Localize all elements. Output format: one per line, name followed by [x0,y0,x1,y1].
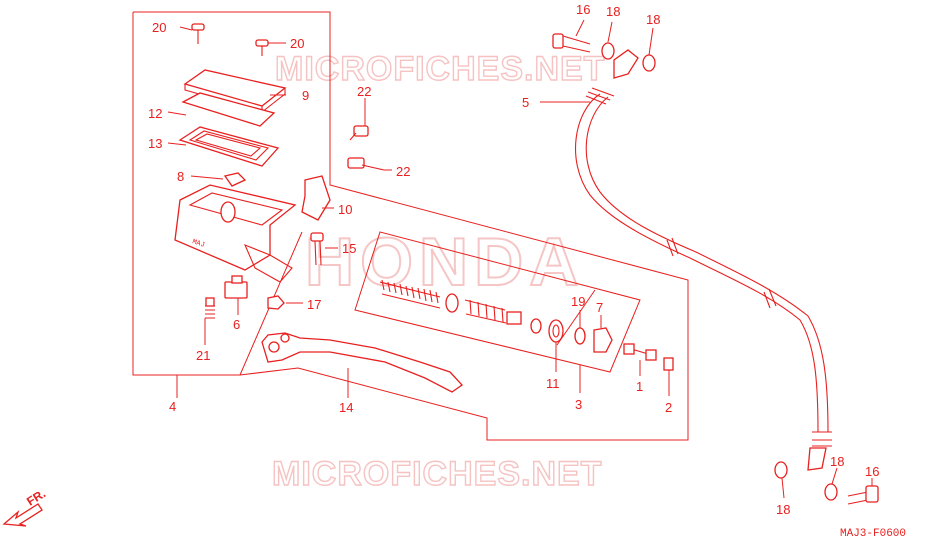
piston-cup [445,293,459,313]
leader-18b [648,27,654,56]
svg-text:MAJ: MAJ [191,238,205,250]
leader-18d [831,467,838,485]
callout-22-lower: 22 [396,164,410,179]
push-rod [623,343,657,361]
callout-8: 8 [177,169,184,184]
o-ring [574,327,586,345]
callout-15: 15 [342,241,356,256]
washer-upper-2 [642,54,656,72]
callout-2: 2 [665,400,672,415]
push-rod-joint [663,357,674,371]
callout-7: 7 [596,300,603,315]
callout-19: 19 [571,294,585,309]
callout-18-lower-2: 18 [830,454,844,469]
banjo-bolt-upper [552,19,591,53]
banjo-bolt-lower [847,485,879,505]
callout-11: 11 [546,376,560,391]
front-direction-marker: FR. [2,486,48,527]
washer-lower-2 [824,483,838,501]
callout-17: 17 [307,297,321,312]
leader-13 [167,142,187,146]
clutch-hose [574,49,832,471]
circlip [548,319,564,343]
washer-lower-1 [774,461,788,479]
pivot-nut [267,295,285,310]
honda-watermark: HONDA [305,224,584,300]
clutch-lever [261,332,463,393]
screw-21 [205,297,215,319]
callout-21: 21 [196,348,210,363]
washer-upper-1 [601,42,615,60]
float [223,172,247,187]
push-rod-boot [593,327,613,353]
assembly-frame [132,11,689,441]
callout-1: 1 [636,379,643,394]
lever-switch [224,275,248,299]
piston-kit-divider [556,289,596,346]
watermark-bottom: MICROFICHES.NET [272,455,602,493]
callout-3: 3 [575,397,582,412]
callout-20-right: 20 [290,36,304,51]
screw-20-left [179,23,205,44]
callout-13: 13 [148,136,162,151]
bolt-22-lower [347,157,385,171]
leader-12 [167,111,187,116]
callout-20-left: 20 [152,20,166,35]
callout-12: 12 [148,106,162,121]
callout-4: 4 [169,399,176,414]
master-cylinder-body: MAJ [174,184,297,283]
holder-clamp [301,175,331,221]
callout-16-lower: 16 [865,464,879,479]
callout-6: 6 [233,317,240,332]
screw-20-right [255,39,286,56]
piston-kit-frame [354,231,641,373]
bolt-22-upper [349,125,369,141]
callout-22-upper: 22 [357,84,371,99]
leader-8 [190,175,224,180]
seal-small [530,318,542,334]
callout-18-upper-2: 18 [646,12,660,27]
callout-9: 9 [302,88,309,103]
pivot-bolt [310,232,324,266]
watermark-top: MICROFICHES.NET [275,50,605,88]
piston [464,299,522,325]
callout-14: 14 [339,400,353,415]
callout-5: 5 [522,95,529,110]
cap-plate [181,92,276,127]
diaphragm [178,126,280,167]
diagram-code: MAJ3-F0600 [840,528,906,539]
fr-label: FR. [24,486,48,508]
callout-10: 10 [338,202,352,217]
callout-18-upper-1: 18 [606,4,620,19]
callout-18-lower-1: 18 [776,502,790,517]
leader-18c [781,477,785,499]
piston-spring [379,279,441,309]
callout-16-upper: 16 [576,2,590,17]
leader-18a [607,21,613,43]
